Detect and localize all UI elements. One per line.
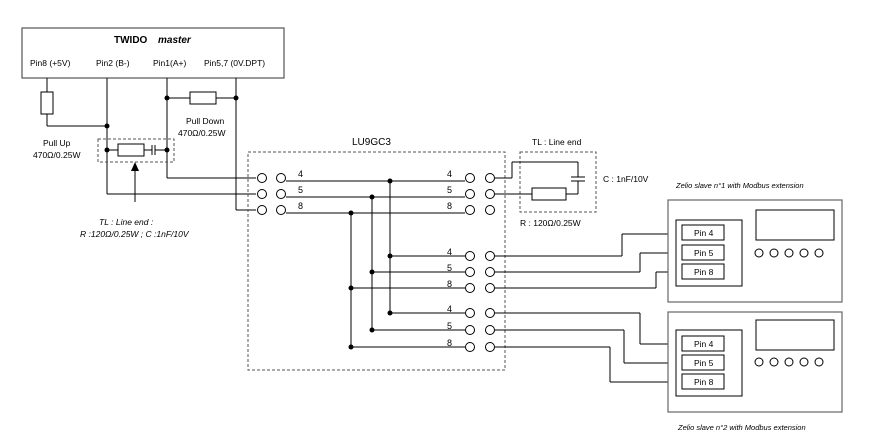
pin-label: Pin5,7 (0V.DPT) [204,58,265,68]
pull-down-value: 470Ω/0.25W [178,128,225,138]
slave-2-caption: Zelio slave n°2 with Modbus extension [677,423,806,432]
slave-1-caption: Zelio slave n°1 with Modbus extension [675,181,804,190]
lu9gc3-hub: LU9GC3 4 5 8 4 5 8 [247,137,506,371]
hub-left-label: 4 [298,169,303,179]
hub-title: LU9GC3 [352,137,391,148]
slave-1-pin: Pin 8 [694,267,714,277]
tl-right-box [519,151,597,213]
hub-right-label: 8 [447,279,452,289]
hub-right-label: 8 [447,201,452,211]
slave-2-pin: Pin 4 [694,339,714,349]
slave-wiring [495,233,680,383]
hub-left-label: 8 [298,201,303,211]
pull-up-label: Pull Up [43,138,71,148]
slave-1-pin: Pin 4 [694,228,714,238]
tl-right-resistor [531,187,567,201]
tl-left-value: R :120Ω/0.25W ; C :1nF/10V [80,229,190,239]
hub-right-label: 4 [447,169,452,179]
hub-box [247,151,506,371]
slave-2-display [755,319,835,351]
pin-label: Pin1(A+) [153,58,186,68]
hub-left-label: 5 [298,185,303,195]
zelio-slave-1: Zelio slave n°1 with Modbus extension Pi… [667,181,843,303]
pull-down-label: Pull Down [186,116,225,126]
hub-right-label: 5 [447,185,452,195]
pin-label: Pin8 (+5V) [30,58,71,68]
pull-up-value: 470Ω/0.25W [33,150,80,160]
tl-right: TL : Line end C : 1nF/10V R : 120Ω/0.25W [495,137,649,228]
hub-right-label: 5 [447,263,452,273]
twido-master: TWIDO master Pin8 (+5V) Pin2 (B-) Pin1(A… [21,27,285,79]
tl-right-title: TL : Line end [532,137,582,147]
master-title-italic: master [158,35,192,46]
slave-2-pin: Pin 5 [694,358,714,368]
tl-right-c: C : 1nF/10V [603,174,649,184]
pin-label: Pin2 (B-) [96,58,130,68]
hub-right-label: 5 [447,321,452,331]
hub-right-label: 8 [447,338,452,348]
slave-1-pin: Pin 5 [694,248,714,258]
slave-2-pin: Pin 8 [694,377,714,387]
pull-down-resistor [189,91,217,105]
tl-left-resistor [117,143,145,157]
hub-right-label: 4 [447,247,452,257]
master-title: TWIDO [114,35,148,46]
tl-left-label: TL : Line end : [99,217,154,227]
slave-1-display [755,209,835,241]
tl-right-r: R : 120Ω/0.25W [520,218,581,228]
tl-left-box [97,138,175,163]
zelio-slave-2: Pin 4 Pin 5 Pin 8 Zelio slave n°2 with M… [667,311,843,432]
hub-right-label: 4 [447,304,452,314]
master-wiring [40,78,256,211]
pull-up-resistor [40,91,54,115]
